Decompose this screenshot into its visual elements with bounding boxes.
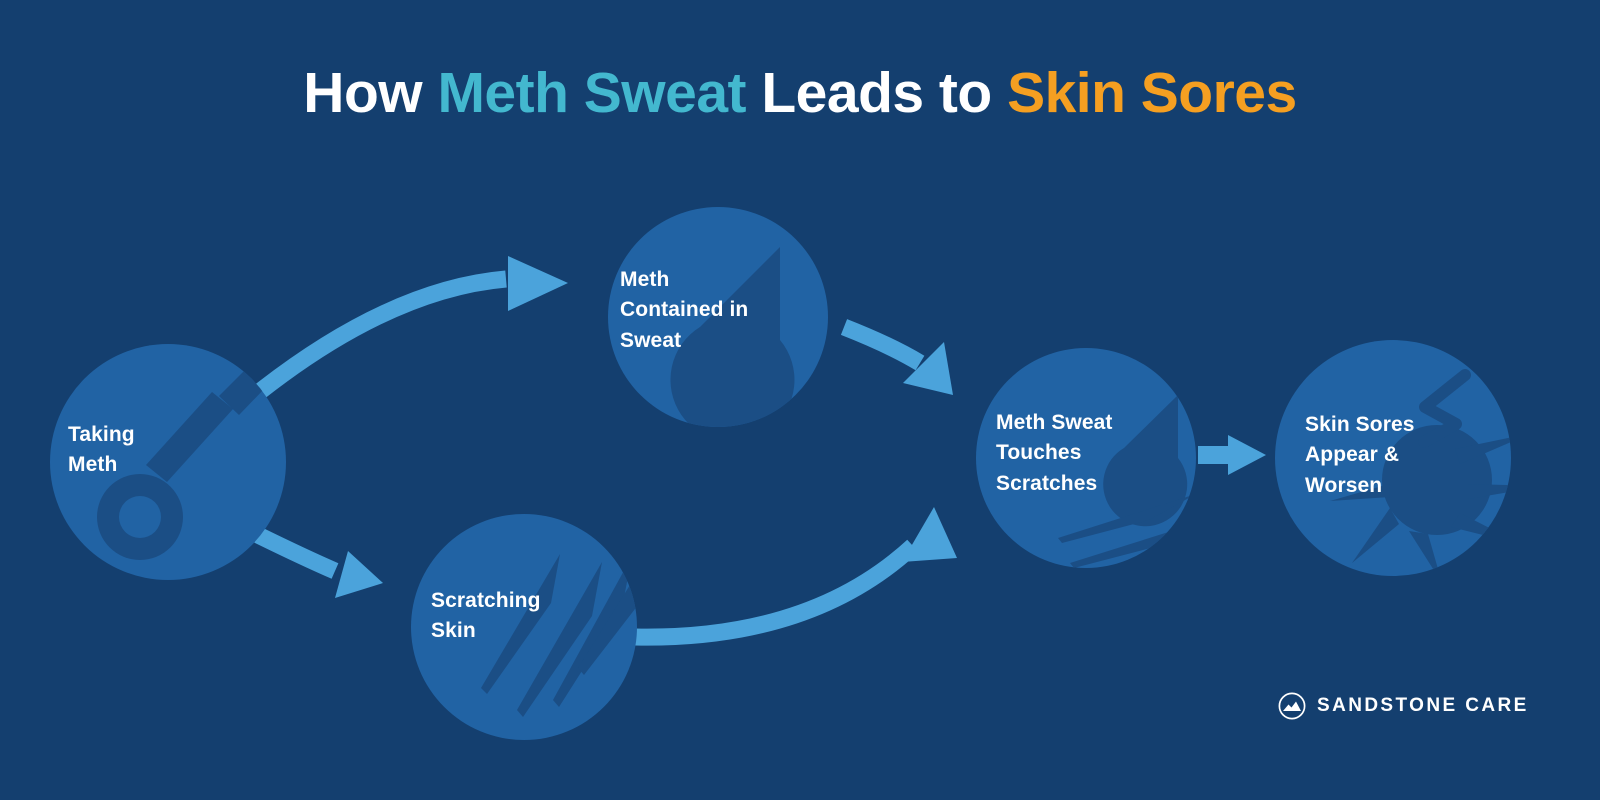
arrow-taking-to-sweat: [252, 256, 568, 400]
node-skin-sores[interactable]: [1275, 340, 1545, 583]
sandstone-care-logo[interactable]: SANDSTONE CARE: [1278, 692, 1529, 720]
title-part-meth-sweat: Meth Sweat: [437, 61, 747, 125]
node-sweat-touches-scratches[interactable]: [976, 348, 1222, 594]
logo-text: SANDSTONE CARE: [1317, 695, 1529, 716]
page-title: How Meth Sweat Leads to Skin Sores: [0, 62, 1600, 125]
arrows-layer: [252, 256, 1266, 646]
arrow-scratching-to-touches: [632, 507, 957, 646]
title-part-how: How: [303, 61, 438, 125]
water-droplet-icon: [670, 247, 795, 427]
sandstone-mountain-icon: [1278, 692, 1306, 720]
title-part-skin-sores: Skin Sores: [1007, 61, 1297, 125]
node-meth-in-sweat[interactable]: [608, 207, 828, 442]
node-taking-meth[interactable]: [50, 344, 286, 580]
node-scratching-skin[interactable]: [411, 514, 655, 740]
title-part-leads-to: Leads to: [746, 61, 1008, 125]
arrow-taking-to-scratching: [254, 527, 383, 598]
arrow-sweat-to-touches: [840, 319, 953, 395]
arrow-touches-to-sores: [1198, 435, 1266, 475]
